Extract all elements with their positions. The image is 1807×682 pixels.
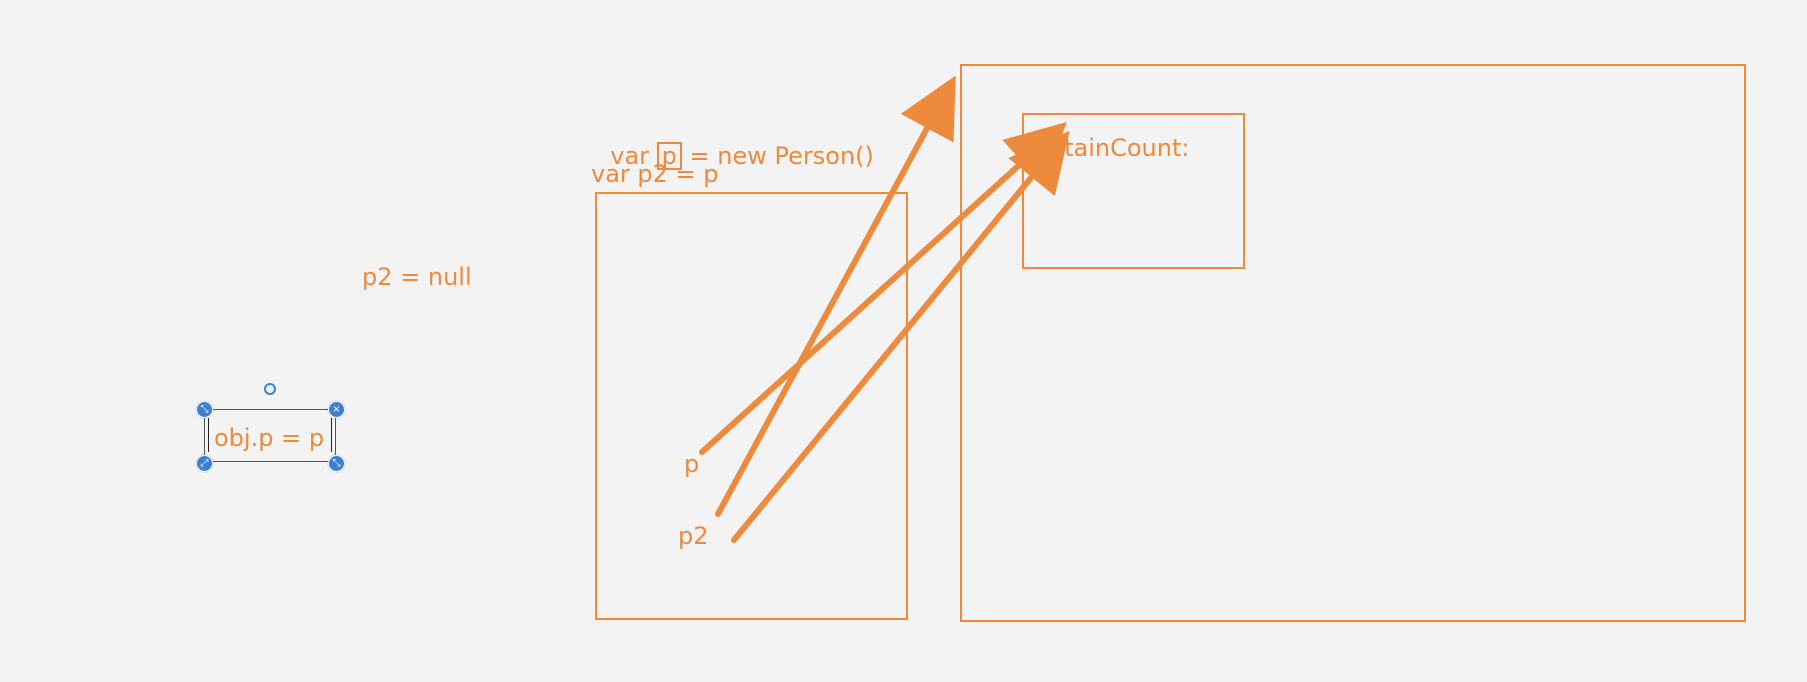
stack-box [595,192,908,620]
assign-null-text: p2 = null [362,263,472,291]
selected-textbox-frame[interactable] [204,409,336,462]
arrow-p2-to-heap [715,75,956,517]
highlighted-var-p: p [656,142,682,170]
heap-object-box [1022,113,1245,269]
rotate-handle-icon[interactable] [264,383,276,395]
resize-handle-bottom-right-icon[interactable]: ⤡ [328,455,345,472]
resize-handle-bottom-left-icon[interactable]: ⤢ [196,455,213,472]
arrow-p2-to-object [731,130,1070,543]
arrow-p-to-object [699,121,1067,455]
stack-var-p2: p2 [678,522,709,550]
code-line-1-suffix: = new Person() [681,142,874,170]
close-handle-top-right-icon[interactable]: × [328,401,345,418]
stack-var-p: p [684,450,700,478]
text-cursor-left [208,418,209,452]
retain-count-label: retainCount: [1040,134,1190,162]
code-line-1-prefix: var [610,142,657,170]
code-line-2: var p2 = p [591,160,719,188]
editing-textbox-text[interactable]: obj.p = p [214,424,325,452]
resize-handle-top-left-icon[interactable]: ⤡ [196,401,213,418]
text-cursor-right [331,418,332,452]
code-line-1: var p = new Person() [595,114,874,170]
heap-box [960,64,1746,622]
